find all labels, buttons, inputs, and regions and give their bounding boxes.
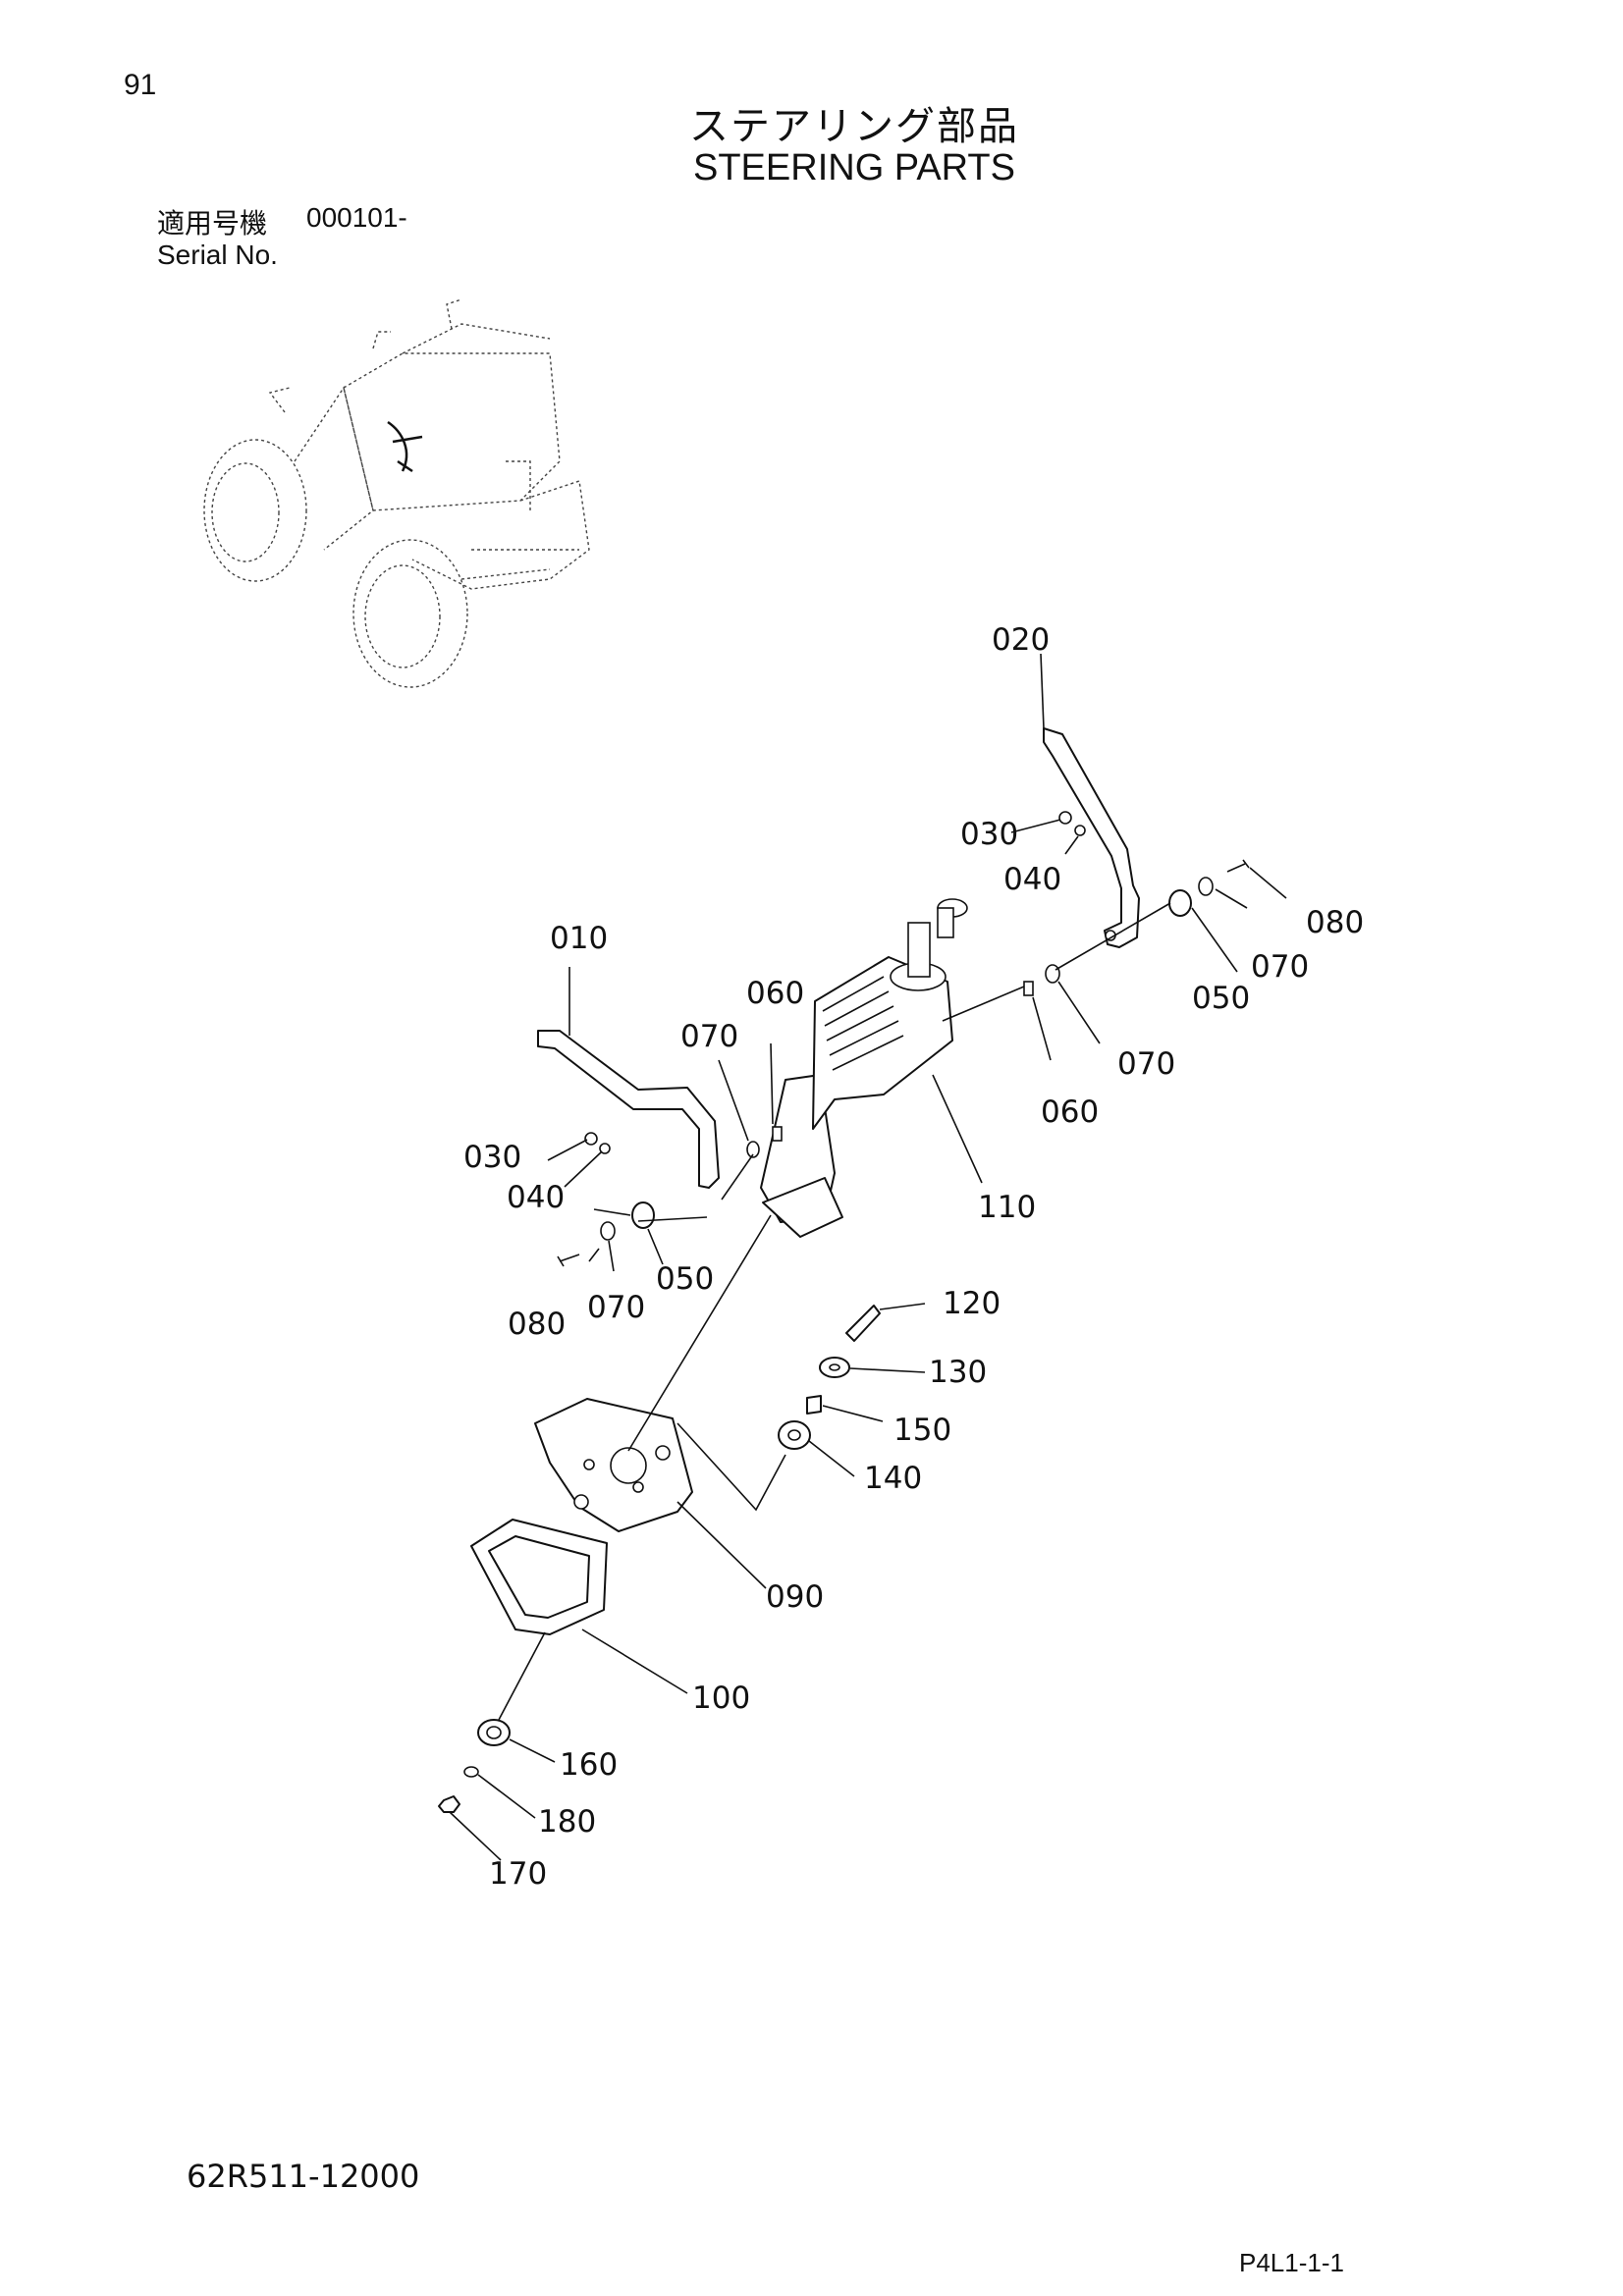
callout-150: 150	[893, 1413, 951, 1448]
part-callouts: 020 030 040 080 070 050 070 060 010 060 …	[463, 622, 1364, 1892]
serial-label-english: Serial No.	[157, 240, 278, 270]
callout-070-mid-right: 070	[1117, 1046, 1175, 1082]
callout-140: 140	[864, 1461, 922, 1496]
serial-label-japanese: 適用号機	[157, 207, 268, 240]
callout-180: 180	[538, 1804, 596, 1840]
callout-010: 010	[550, 921, 608, 956]
callout-110: 110	[978, 1190, 1036, 1225]
plate-090	[534, 1398, 693, 1532]
callout-100: 100	[692, 1681, 750, 1716]
callout-080-lower: 080	[508, 1307, 566, 1342]
callout-050-lower: 050	[656, 1261, 714, 1297]
callout-090: 090	[766, 1579, 824, 1615]
callout-070-lower: 070	[587, 1290, 645, 1325]
steering-column-110	[760, 898, 968, 1238]
serial-number-value: 000101-	[306, 202, 407, 233]
callout-160: 160	[560, 1747, 618, 1783]
boot-frame-100	[470, 1519, 608, 1635]
callout-130: 130	[929, 1355, 987, 1390]
leader-lines	[449, 653, 1287, 1861]
callout-030-lower: 030	[463, 1140, 521, 1175]
callout-020: 020	[992, 622, 1050, 658]
drawing-number: 62R511-12000	[187, 2158, 420, 2195]
callout-040-upper: 040	[1003, 862, 1061, 897]
page-title-japanese: ステアリング部品	[689, 104, 1019, 149]
callout-170: 170	[489, 1856, 547, 1892]
callout-030-upper: 030	[960, 817, 1018, 852]
callout-120: 120	[943, 1286, 1001, 1321]
bracket-010	[537, 1030, 720, 1189]
callout-040-lower: 040	[507, 1180, 565, 1215]
callout-060-right: 060	[1041, 1095, 1099, 1130]
callout-070-upper-right: 070	[1251, 949, 1309, 985]
page-code: P4L1-1-1	[1239, 2248, 1344, 2277]
page-title-english: STEERING PARTS	[693, 147, 1015, 188]
callout-060-left: 060	[746, 976, 804, 1011]
callout-050-upper: 050	[1192, 981, 1250, 1016]
callout-080-upper: 080	[1306, 905, 1364, 940]
callout-070-mid-left: 070	[680, 1019, 738, 1054]
hardware-bottom	[438, 1719, 511, 1813]
hardware-parts	[557, 811, 1250, 1450]
wheel-loader-overview-illustration	[203, 298, 590, 688]
page-number: 91	[124, 69, 157, 101]
bracket-020	[1043, 727, 1140, 948]
